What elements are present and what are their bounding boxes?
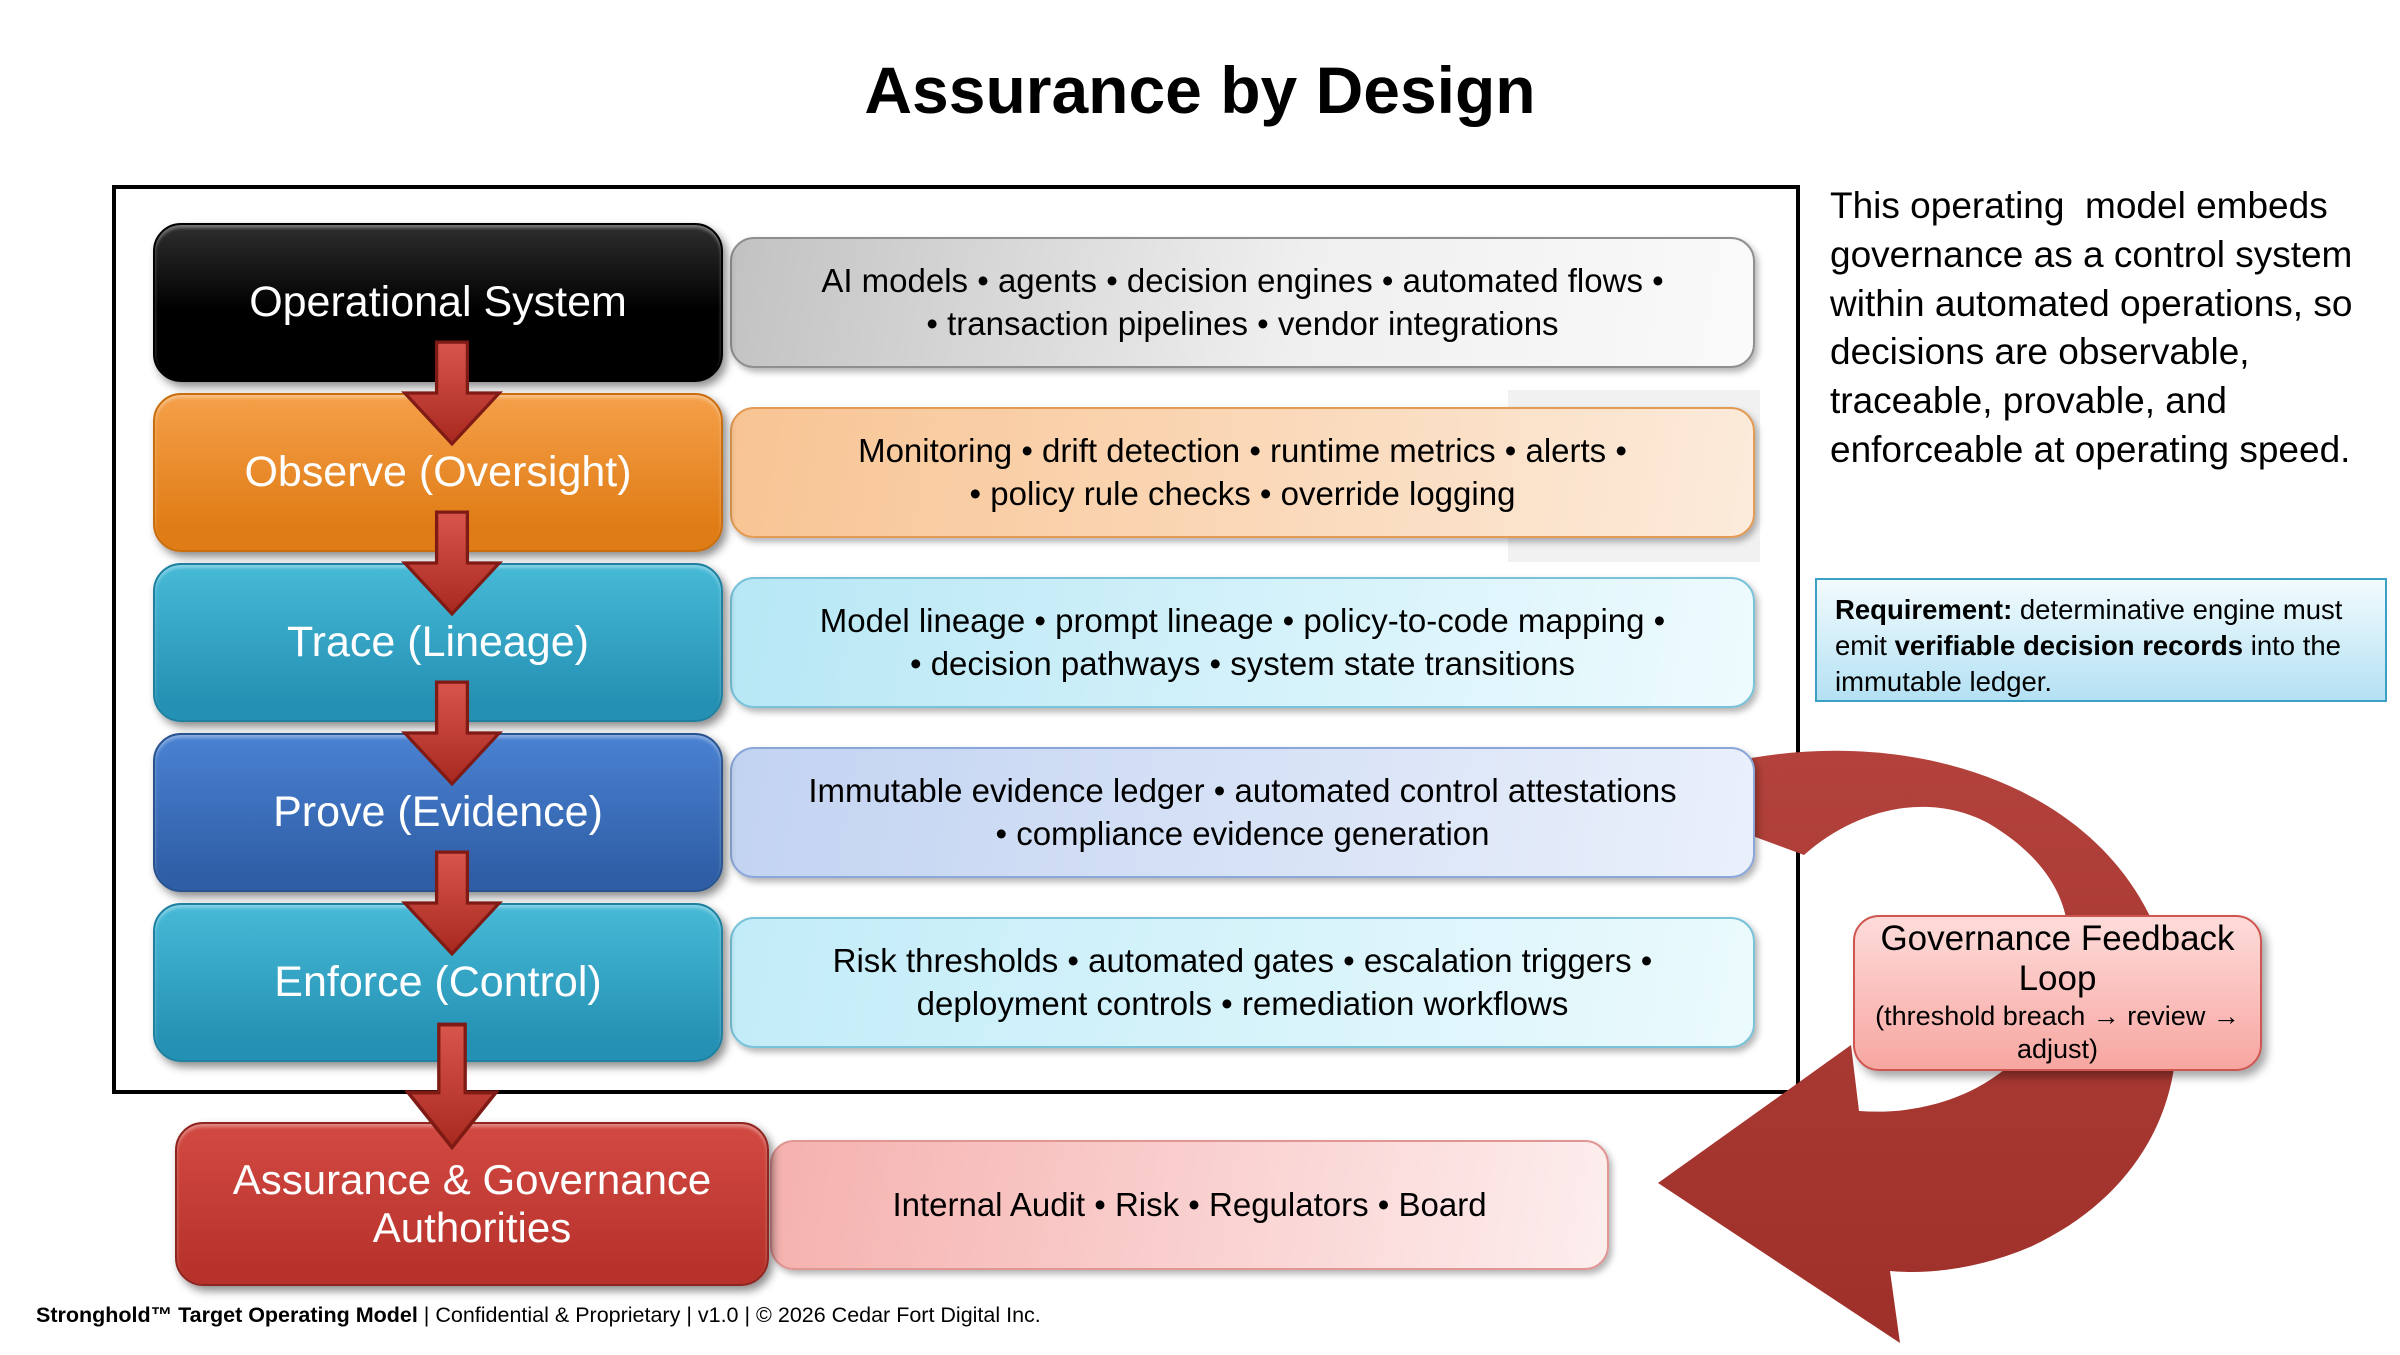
stage-detail-assurance-authorities: Internal Audit • Risk • Regulators • Boa… xyxy=(770,1140,1609,1270)
stage-detail-prove: Immutable evidence ledger • automated co… xyxy=(730,747,1755,878)
down-arrow-icon xyxy=(401,850,503,956)
stage-detail-text: AI models • agents • decision engines • … xyxy=(821,261,1664,342)
stage-detail-observe: Monitoring • drift detection • runtime m… xyxy=(730,407,1755,538)
stage-detail-text: Immutable evidence ledger • automated co… xyxy=(808,771,1677,852)
side-note-paragraph: This operating model embeds governance a… xyxy=(1830,185,2363,471)
stage-detail-operational-system: AI models • agents • decision engines • … xyxy=(730,237,1755,368)
footer-product: Stronghold™ Target Operating Model xyxy=(36,1303,418,1327)
stage-box-operational-system: Operational System xyxy=(153,223,723,382)
stage-detail-text: Internal Audit • Risk • Regulators • Boa… xyxy=(892,1185,1487,1223)
diagram-frame xyxy=(112,185,1800,1094)
down-arrow-icon xyxy=(401,510,503,616)
down-arrow-icon xyxy=(401,680,503,786)
stage-detail-text: Model lineage • prompt lineage • policy-… xyxy=(819,601,1666,682)
stage-label: Prove (Evidence) xyxy=(273,787,603,836)
stage-label: Operational System xyxy=(249,277,627,326)
stage-detail-trace: Model lineage • prompt lineage • policy-… xyxy=(730,577,1755,708)
stage-box-assurance-authorities: Assurance & Governance Authorities xyxy=(175,1122,769,1286)
stage-label: Observe (Oversight) xyxy=(244,447,632,496)
stage-detail-text: Risk thresholds • automated gates • esca… xyxy=(832,941,1653,1022)
requirement-text-1: determinative engine must emit xyxy=(1835,594,2343,661)
down-arrow-icon xyxy=(404,1022,500,1150)
stage-label: Enforce (Control) xyxy=(274,957,602,1006)
requirement-bold-phrase: verifiable decision records xyxy=(1894,629,2244,661)
feedback-loop-subtitle: (threshold breach → review → adjust) xyxy=(1875,1000,2240,1065)
requirement-text-2: into the immutable ledger. xyxy=(1835,629,2341,697)
stage-detail-enforce: Risk thresholds • automated gates • esca… xyxy=(730,917,1755,1048)
requirement-callout: Requirement: determinative engine must e… xyxy=(1815,578,2387,702)
page-title: Assurance by Design xyxy=(864,53,1536,127)
footer-classification: Stronghold™ Target Operating Model | Con… xyxy=(36,1303,1041,1328)
governance-feedback-loop-box: Governance Feedback Loop (threshold brea… xyxy=(1853,915,2262,1071)
stage-label: Trace (Lineage) xyxy=(287,617,589,666)
footer-legal: | Confidential & Proprietary | v1.0 | © … xyxy=(417,1303,1041,1327)
stage-detail-text: Monitoring • drift detection • runtime m… xyxy=(858,431,1627,512)
feedback-loop-title: Governance Feedback Loop xyxy=(1880,919,2235,999)
requirement-label: Requirement: xyxy=(1835,594,2013,625)
stage-label: Assurance & Governance Authorities xyxy=(232,1155,712,1251)
down-arrow-icon xyxy=(401,340,503,446)
feedback-loop-arrow-icon xyxy=(1636,750,2177,1343)
